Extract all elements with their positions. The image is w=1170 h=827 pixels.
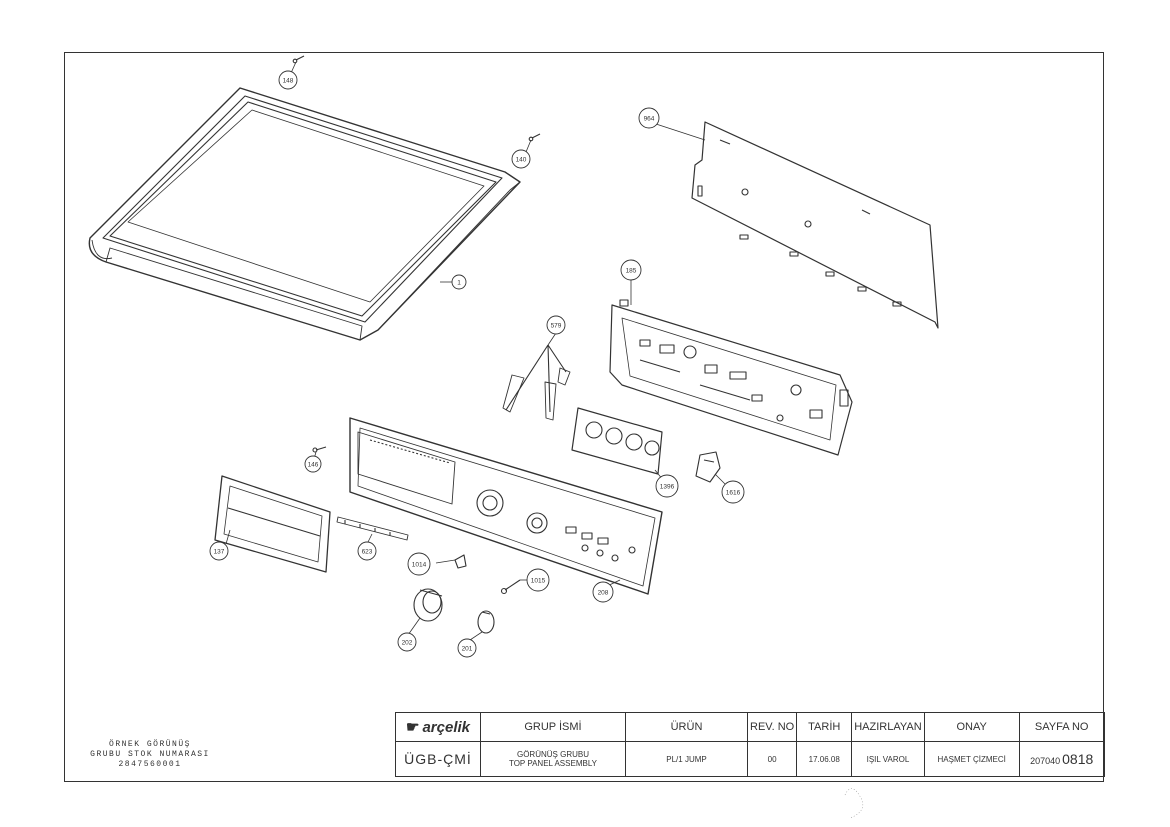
dept-code: ÜGB-ÇMİ [395, 741, 481, 777]
callout-579: 579 [551, 323, 562, 330]
note-line-2: GRUBU STOK NUMARASI [90, 750, 210, 759]
callout-1616: 1616 [726, 490, 741, 497]
page-suffix: 0818 [1062, 751, 1094, 767]
callout-201: 201 [462, 646, 473, 653]
callout-964: 964 [644, 116, 655, 123]
header-approval: ONAY [923, 712, 1020, 742]
note-line-3: 2847560001 [118, 760, 182, 769]
header-rev: REV. NO [746, 712, 798, 742]
prepared-by: IŞIL VAROL [851, 741, 925, 777]
brand-name: arçelik [422, 719, 470, 736]
sample-view-note: ÖRNEK GÖRÜNÜŞ GRUBU STOK NUMARASI 284756… [70, 740, 230, 770]
signature-mark [844, 788, 864, 819]
connector-part [695, 451, 721, 483]
title-block: ☛arçelik GRUP İSMİ ÜRÜN REV. NO TARİH HA… [395, 712, 1105, 777]
brand-logo: ☛arçelik [395, 712, 481, 742]
callout-623: 623 [362, 549, 373, 556]
callout-1396: 1396 [660, 484, 675, 491]
header-date: TARİH [796, 712, 853, 742]
brand-mark-icon: ☛ [406, 719, 420, 736]
screw-146 [312, 446, 327, 453]
rev-number: 00 [746, 741, 798, 777]
header-page: SAYFA NO [1018, 712, 1105, 742]
callout-146: 146 [308, 462, 319, 469]
header-prepared: HAZIRLAYAN [851, 712, 925, 742]
group-name-line-2: TOP PANEL ASSEMBLY [508, 759, 598, 768]
control-panel-front [349, 417, 663, 595]
callout-1015: 1015 [531, 578, 546, 585]
pcb-cover-plate [691, 121, 939, 329]
product-name: PL/1 JUMP [625, 741, 748, 777]
callout-202: 202 [402, 640, 413, 647]
program-knob [413, 588, 443, 622]
screw-1015 [500, 579, 521, 595]
header-group: GRUP İSMİ [480, 712, 626, 742]
light-guide-strip [336, 516, 409, 541]
callout-185: 185 [626, 268, 637, 275]
page-prefix: 207040 [1030, 756, 1061, 766]
callout-labels: 148 140 1 964 185 579 1396 1616 146 137 … [214, 78, 741, 653]
callout-208: 208 [598, 590, 609, 597]
group-name: GÖRÜNÜŞ GRUBU TOP PANEL ASSEMBLY [480, 741, 626, 777]
date-value: 17.06.08 [796, 741, 853, 777]
header-product: ÜRÜN [625, 712, 748, 742]
screw-148 [292, 55, 305, 64]
light-pipe-parts [502, 344, 571, 421]
callout-137: 137 [214, 549, 225, 556]
drawing-frame [64, 52, 1104, 782]
note-line-1: ÖRNEK GÖRÜNÜŞ [109, 740, 191, 749]
callout-1: 1 [457, 280, 461, 287]
screw-1014 [454, 554, 467, 569]
main-control-pcb [609, 299, 853, 456]
group-name-line-1: GÖRÜNÜŞ GRUBU [516, 750, 589, 759]
push-button-knob [477, 610, 495, 634]
callout-140: 140 [516, 157, 527, 164]
callout-1014: 1014 [412, 562, 427, 569]
drawer-front [214, 475, 331, 573]
approved-by: HAŞMET ÇİZMECİ [923, 741, 1020, 777]
top-lid-part [88, 87, 521, 341]
callout-148: 148 [283, 78, 294, 85]
callout-bubbles [209, 70, 745, 658]
